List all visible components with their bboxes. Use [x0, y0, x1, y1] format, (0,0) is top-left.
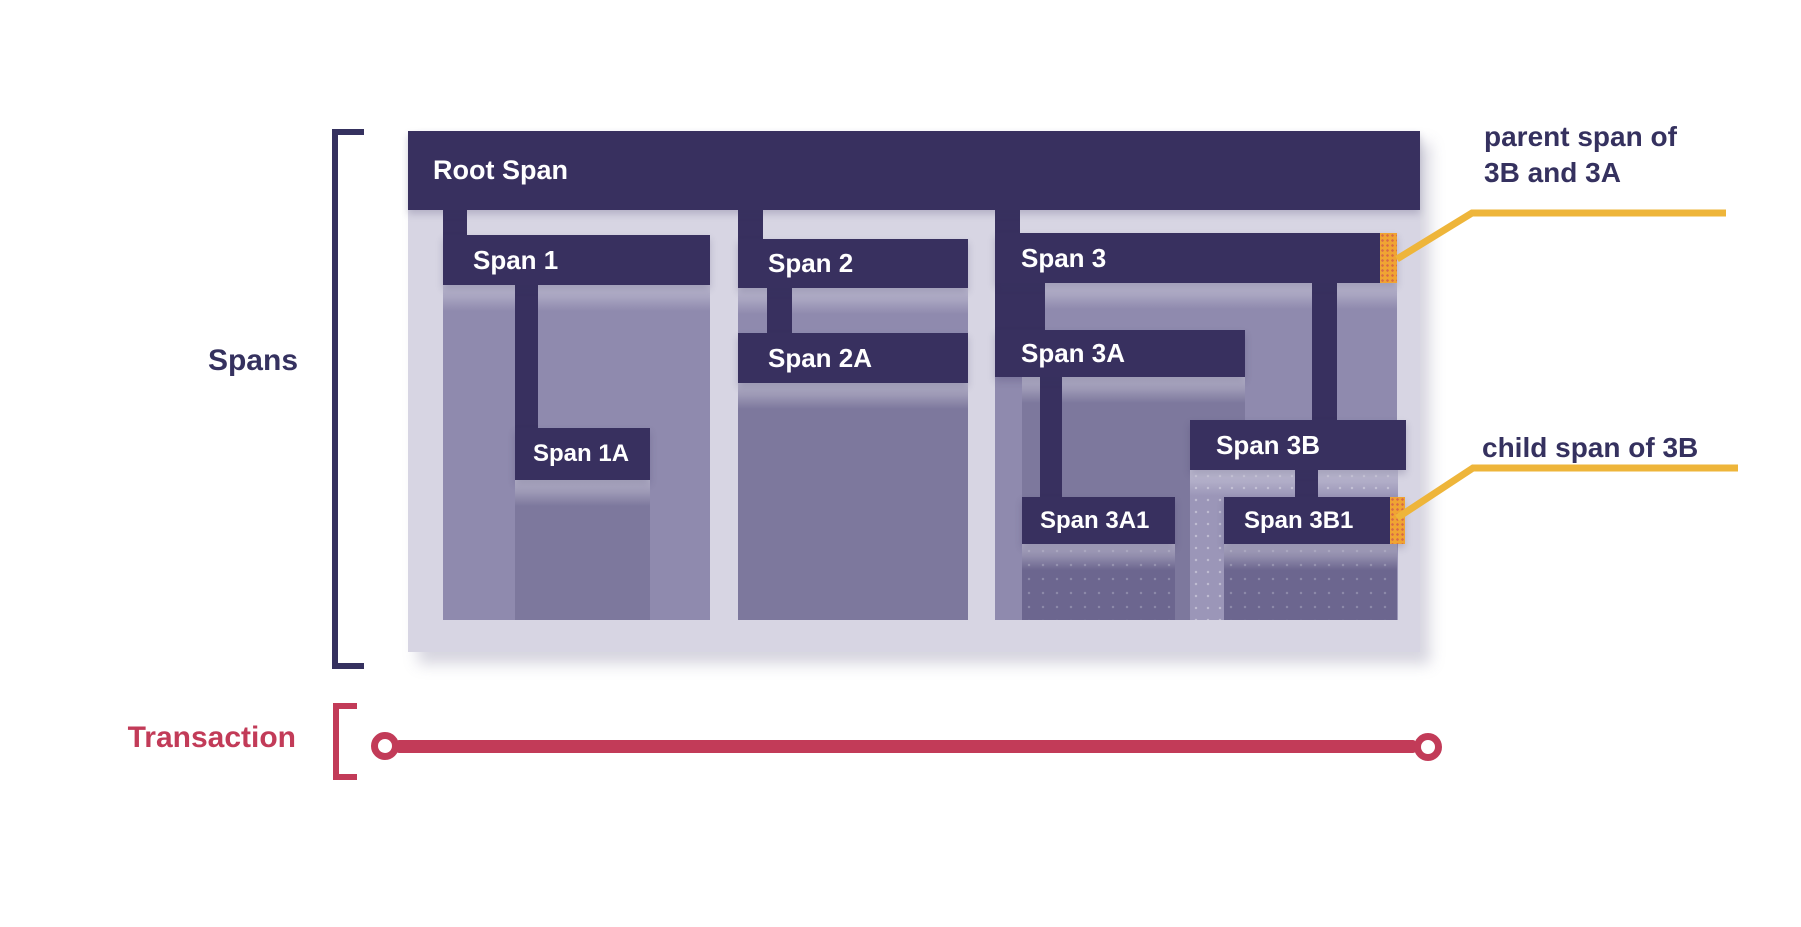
root-span-container: Root Span Span 1 Span 1A Span 2 Span 2A …: [408, 131, 1420, 652]
span-3b-label: Span 3B: [1216, 429, 1321, 460]
span-1a-duration-body: [515, 480, 650, 620]
span-2a-bar: Span 2A: [738, 333, 968, 383]
connector-root-to-span-3: [995, 210, 1020, 234]
span-3a-label: Span 3A: [1021, 338, 1126, 368]
timeline-start-point: [371, 732, 399, 760]
timeline-end-point: [1414, 733, 1442, 761]
connector-span-1-to-1a: [515, 285, 538, 428]
span-3a1-bar: Span 3A1: [1022, 497, 1175, 544]
connector-root-to-span-2: [738, 210, 763, 240]
root-span-label: Root Span: [433, 155, 568, 185]
span-3a1-label: Span 3A1: [1040, 506, 1150, 534]
span-3b1-label: Span 3B1: [1244, 506, 1354, 534]
parent-span-annotation: parent span of 3B and 3A: [1484, 119, 1677, 191]
span-3a-bar: Span 3A: [995, 330, 1245, 377]
spans-section-label: Spans: [207, 344, 298, 377]
root-span-bar: Root Span: [408, 131, 1420, 210]
spans-bracket: [332, 129, 364, 669]
parent-span-annotation-line2: 3B and 3A: [1484, 157, 1621, 188]
span-1-bar: Span 1: [443, 235, 710, 285]
connector-root-to-span-1: [443, 210, 467, 236]
span-3b1-bar: Span 3B1: [1224, 497, 1405, 544]
span-1a-label: Span 1A: [533, 440, 630, 467]
span-2a-label: Span 2A: [768, 342, 873, 373]
connector-span-3-to-3b: [1312, 283, 1337, 421]
span-3b1-duration-body: [1224, 544, 1397, 620]
span-1a-bar: Span 1A: [515, 428, 650, 480]
transaction-timeline: [396, 740, 1416, 753]
connector-span-3-to-3a: [995, 283, 1045, 331]
span-3a1-duration-body: [1022, 544, 1175, 620]
connector-span-2-to-2a: [767, 288, 792, 334]
child-span-annotation: child span of 3B: [1482, 432, 1699, 463]
parent-callout-line: [1395, 209, 1726, 262]
span-1-label: Span 1: [473, 244, 559, 275]
span-2-label: Span 2: [768, 248, 854, 278]
span-3b1-child-highlight-marker: [1390, 497, 1405, 544]
span-2-bar: Span 2: [738, 239, 968, 288]
child-callout-line: [1395, 464, 1738, 521]
connector-span-3b-to-3b1: [1295, 470, 1318, 498]
transaction-bracket: [333, 703, 357, 780]
transaction-section-label: Transaction: [127, 721, 296, 754]
span-3b-bar: Span 3B: [1190, 420, 1406, 470]
span-3-bar: Span 3: [995, 233, 1397, 283]
parent-span-annotation-line1: parent span of: [1484, 121, 1677, 152]
span-3-label: Span 3: [1021, 242, 1107, 273]
span-3-parent-highlight-marker: [1380, 233, 1397, 283]
span-2a-duration-body: [738, 383, 968, 620]
connector-span-3a-to-3a1: [1040, 377, 1062, 498]
